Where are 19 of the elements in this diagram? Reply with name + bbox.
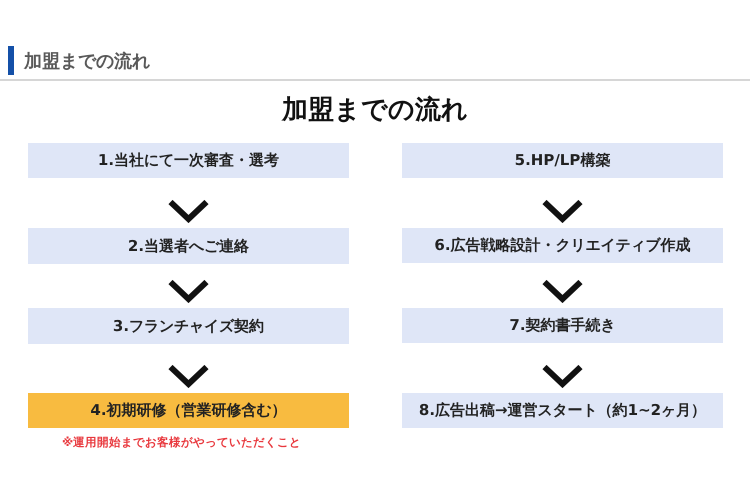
step-box (28, 228, 349, 264)
step-box (28, 143, 349, 178)
step-text: 1.当社にて一次審査・選考 (98, 151, 280, 170)
step-text: 6.広告戦略設計・クリエイティブ作成 (434, 236, 691, 255)
step-text: 5.HP/LP構築 (514, 151, 610, 170)
step-box (28, 308, 349, 344)
footnote-text: ※運用開始までお客様がやっていただくこと (62, 434, 302, 451)
step-text: 4.初期研修（営業研修含む） (90, 401, 287, 420)
section-heading: 加盟までの流れ (24, 51, 150, 72)
step-box (402, 308, 723, 343)
step-box (402, 393, 723, 428)
step-box (402, 143, 723, 178)
step-box (402, 228, 723, 263)
diagram-title: 加盟までの流れ (282, 94, 468, 126)
step-text: 8.広告出稿→運営スタート（約1~2ヶ月） (418, 401, 706, 420)
step-box (28, 393, 349, 428)
step-text: 3.フランチャイズ契約 (112, 316, 264, 336)
step-text: 7.契約書手続き (509, 316, 616, 335)
step-text: 2.当選者へご連絡 (128, 236, 250, 256)
